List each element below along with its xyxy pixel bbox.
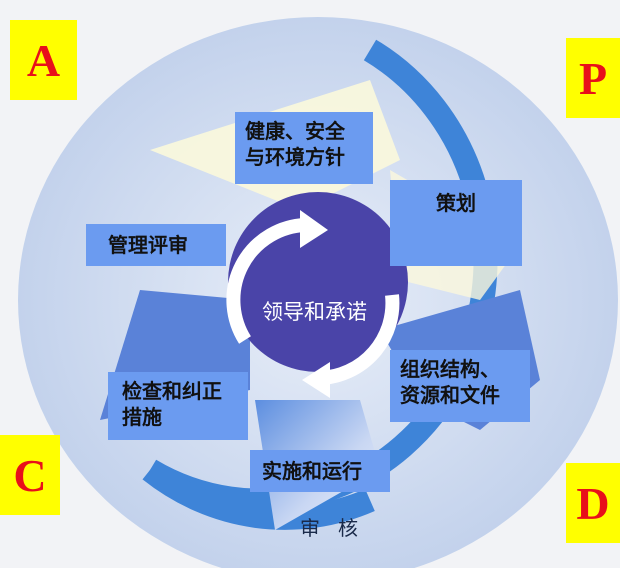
stage-review: 管理评审 xyxy=(86,224,226,266)
center-label: 领导和承诺 xyxy=(262,300,367,324)
pdca-letter-c: C xyxy=(0,435,60,515)
cycle-arrow-upper xyxy=(226,218,306,344)
pdca-letter-d: D xyxy=(566,463,620,543)
stage-policy: 健康、安全 与环境方针 xyxy=(235,112,373,184)
pdca-letter-a: A xyxy=(10,20,77,100)
stage-planning: 策划 xyxy=(390,180,522,266)
pdca-letter-p: P xyxy=(566,38,620,118)
audit-label: 审核 xyxy=(300,516,376,540)
cycle-arrow-lower xyxy=(319,294,400,385)
stage-organization: 组织结构、 资源和文件 xyxy=(390,350,530,422)
stage-implementation: 实施和运行 xyxy=(250,450,390,492)
stage-checking: 检查和纠正 措施 xyxy=(108,372,248,440)
